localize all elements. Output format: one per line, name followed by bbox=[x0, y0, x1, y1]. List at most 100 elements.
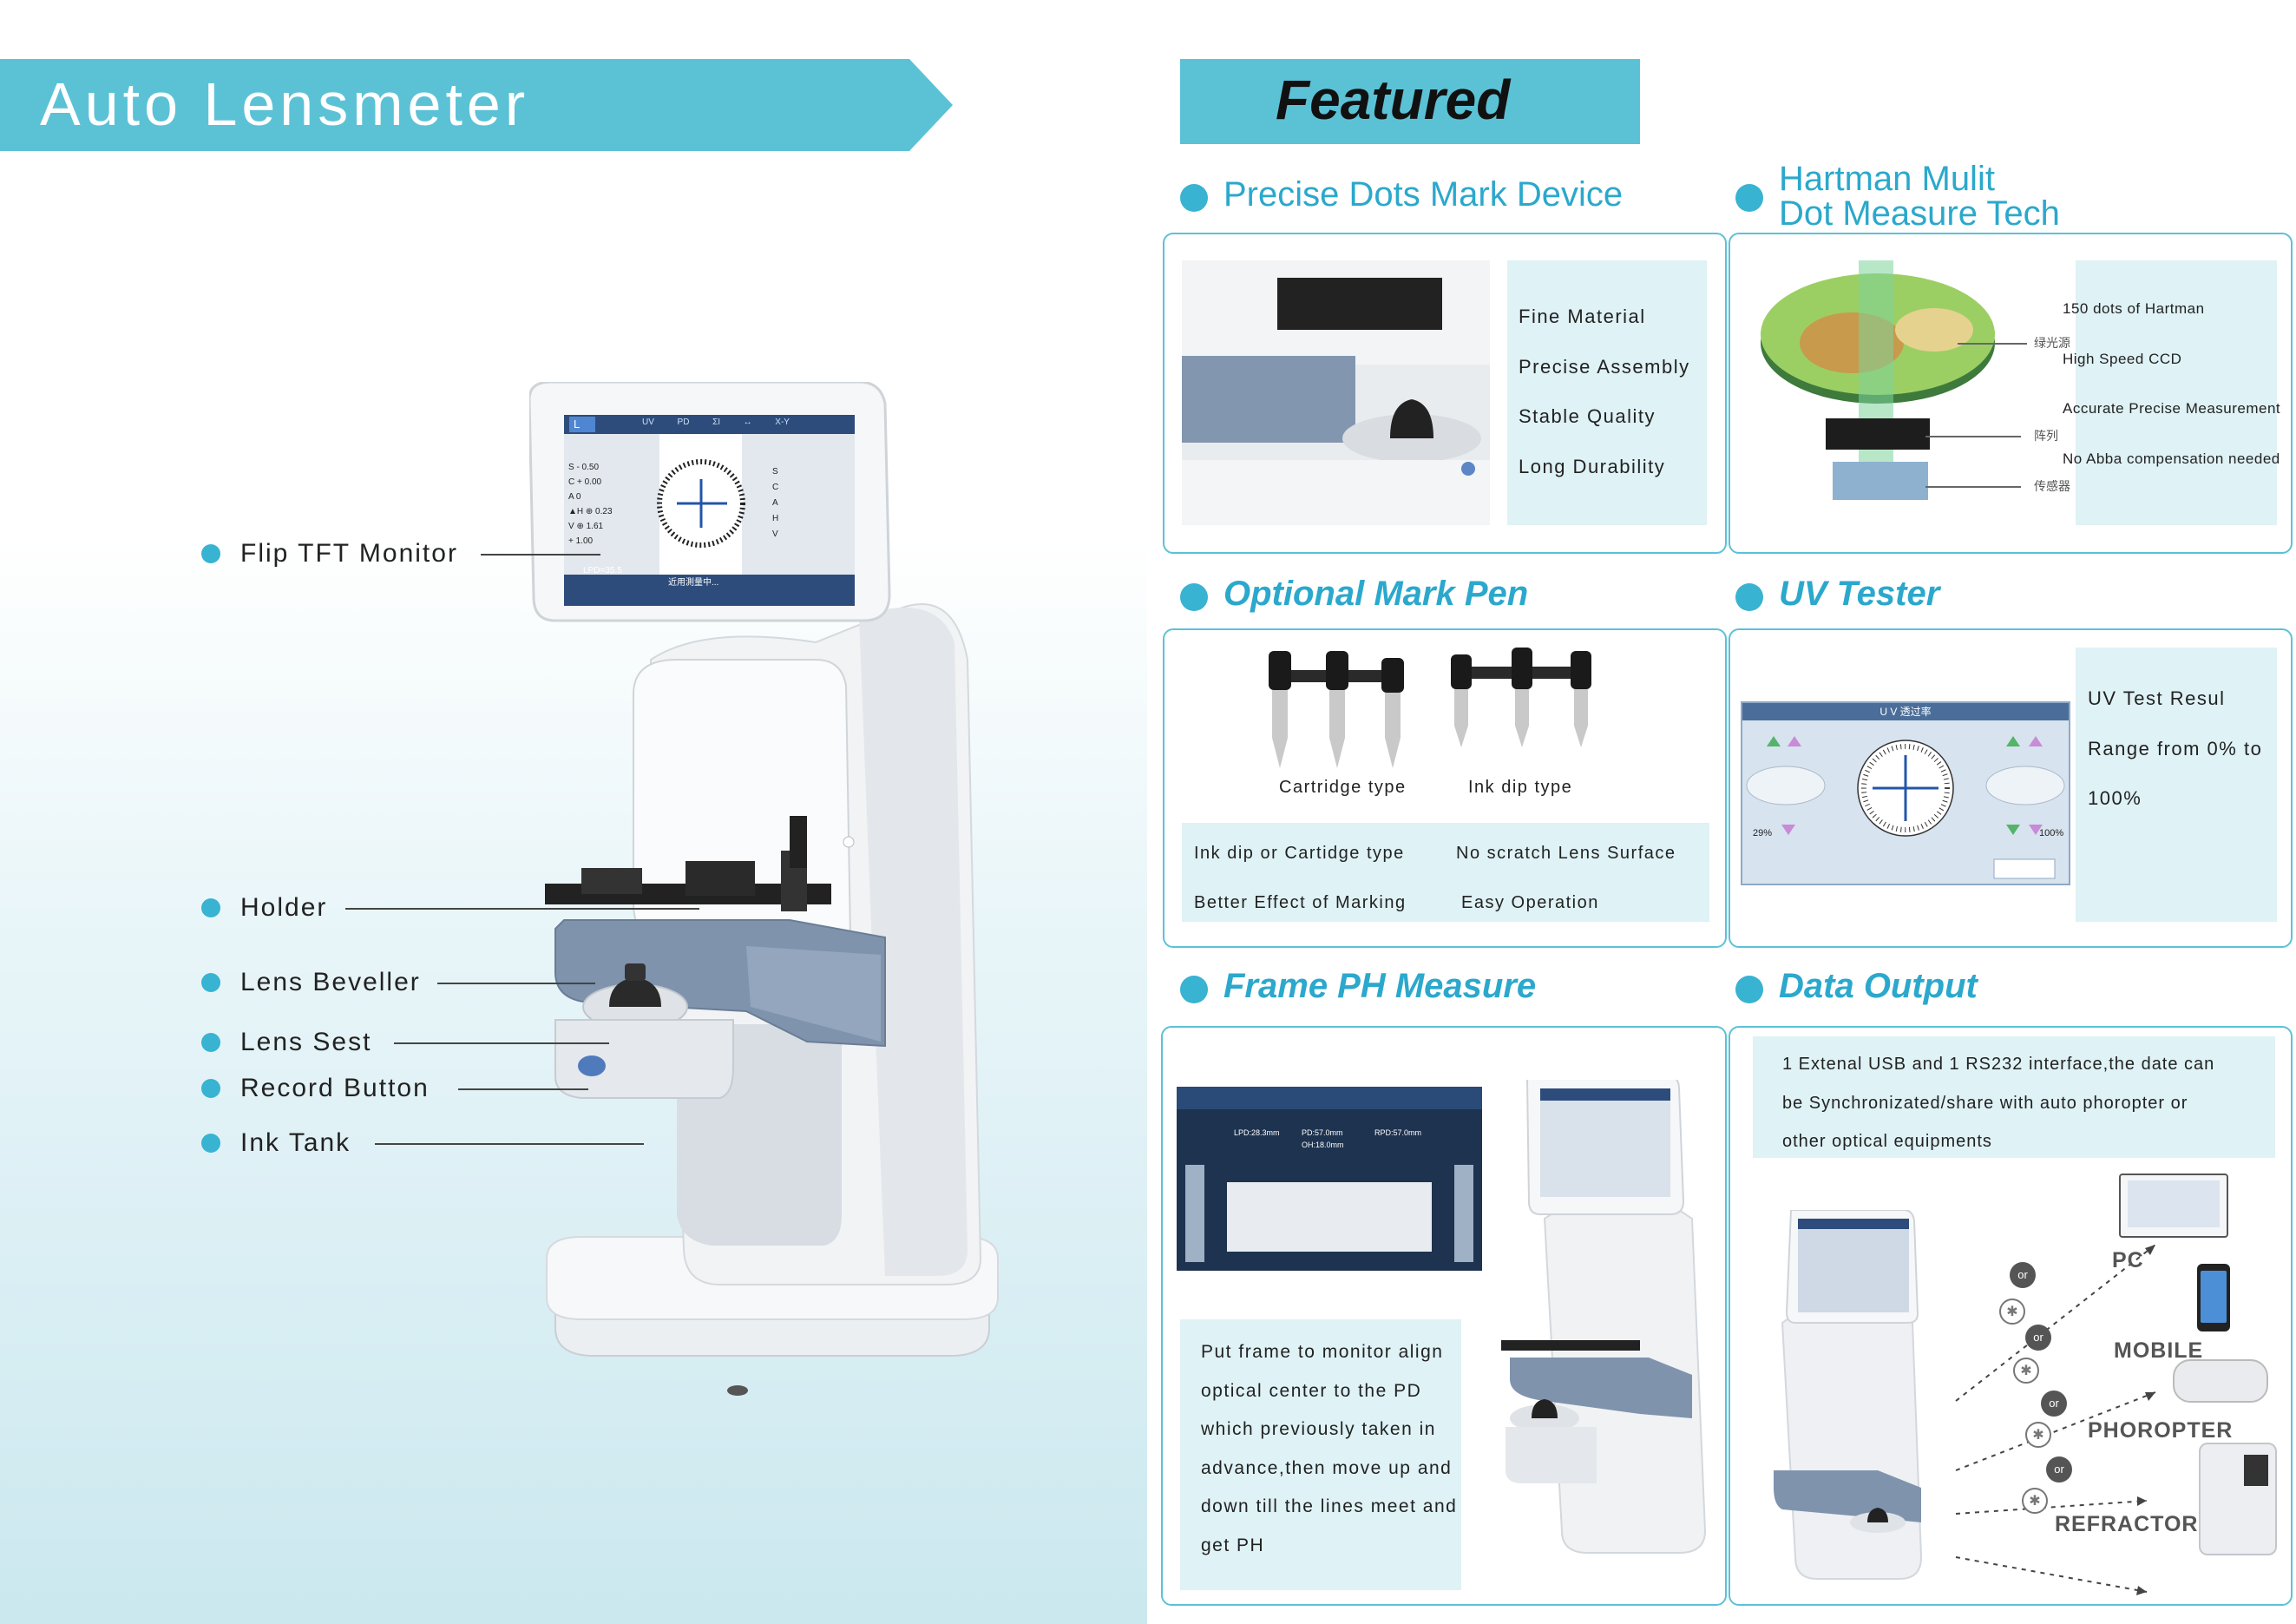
box-data-output: 1 Extenal USB and 1 RS232 interface,the … bbox=[1729, 1026, 2293, 1606]
uv-text-line: 100% bbox=[2088, 787, 2142, 809]
uv-screen-title: U V 透过率 bbox=[1879, 706, 1932, 718]
device-label-mobile: MOBILE bbox=[2114, 1338, 2204, 1363]
record-button-housing bbox=[554, 1019, 734, 1099]
mark-pen-text-pane bbox=[1182, 823, 1709, 922]
cn-label: 传感器 bbox=[2034, 479, 2070, 493]
ph-value: RPD:57.0mm bbox=[1374, 1128, 1422, 1137]
leader-line bbox=[375, 1143, 644, 1145]
box-hartman: 150 dots of Hartman High Speed CCD Accur… bbox=[1729, 233, 2293, 554]
output-arrows bbox=[1955, 1244, 2156, 1595]
heading-text: Optional Mark Pen bbox=[1223, 575, 1529, 613]
monitor bbox=[529, 382, 891, 622]
feature-item: Ink dip or Cartidge type bbox=[1194, 844, 1405, 863]
screen-tab-L: L bbox=[574, 418, 581, 431]
output-text-line: other optical equipments bbox=[1782, 1132, 1992, 1151]
screen-side-letters: S C A H V bbox=[772, 464, 778, 542]
heading-dot bbox=[1180, 184, 1208, 212]
lensmeter-illustration bbox=[529, 382, 999, 1396]
feature-item: 150 dots of Hartman bbox=[2063, 300, 2205, 317]
cn-label: 阵列 bbox=[2034, 429, 2058, 443]
feature-item: No Abba compensation needed bbox=[2063, 450, 2280, 467]
ph-value: PD:57.0mm bbox=[1302, 1128, 1343, 1137]
featured-title: Featured bbox=[1276, 69, 1511, 131]
device-label-phoropter: PHOROPTER bbox=[2088, 1418, 2234, 1443]
screen-side-letter: A bbox=[772, 498, 778, 508]
record-button bbox=[578, 1055, 606, 1076]
heading-text: UV Tester bbox=[1779, 575, 1940, 613]
pen-caption: Cartridge type bbox=[1279, 778, 1407, 797]
callout-label: Lens Beveller bbox=[240, 968, 421, 996]
output-text: 1 Extenal USB and 1 RS232 interface,the … bbox=[1782, 1045, 2214, 1161]
cn-label: 绿光源 bbox=[2034, 336, 2070, 350]
box-frame-ph: LPD:28.3mm PD:57.0mm RPD:57.0mm OH:18.0m… bbox=[1161, 1026, 1727, 1606]
callout-label: Flip TFT Monitor bbox=[240, 539, 458, 568]
bluetooth-icon: ✱ bbox=[2025, 1422, 2051, 1448]
bluetooth-icon: ✱ bbox=[2022, 1488, 2048, 1514]
or-badge: or bbox=[2041, 1391, 2067, 1417]
featured-banner bbox=[1180, 59, 1640, 144]
pc-icon bbox=[2119, 1174, 2228, 1238]
frame-text: Put frame to monitor align optical cente… bbox=[1201, 1333, 1457, 1565]
lensmeter-small-image bbox=[1501, 1080, 1707, 1554]
uv-text-line: Range from 0% to bbox=[2088, 738, 2263, 759]
callout-dot bbox=[201, 1033, 220, 1052]
heading-dot bbox=[1735, 583, 1763, 611]
screen-top-tabs: UV PD ΣI ↔ X-Y bbox=[642, 418, 790, 427]
output-text-pane bbox=[1753, 1036, 2275, 1158]
ph-ruler-right bbox=[1454, 1165, 1473, 1262]
ph-frame-area bbox=[1227, 1182, 1432, 1252]
leader-line bbox=[345, 908, 699, 910]
ph-screen-toolbar bbox=[1177, 1087, 1482, 1109]
leader-line bbox=[394, 1042, 609, 1044]
feature-item: Long Durability bbox=[1519, 456, 1666, 477]
heading-line: Dot Measure Tech bbox=[1779, 194, 2060, 233]
screen-status: 近用測量中... bbox=[668, 578, 719, 588]
frame-text-pane bbox=[1180, 1319, 1461, 1590]
output-text-line: be Synchronizated/share with auto phorop… bbox=[1782, 1093, 2188, 1113]
screen-side-letter: C bbox=[772, 483, 779, 492]
frame-text-line: Put frame to monitor align bbox=[1201, 1342, 1444, 1362]
callout-dot bbox=[201, 1134, 220, 1153]
screen-side-letter: V bbox=[772, 529, 778, 539]
screen-tab: ΣI bbox=[712, 418, 721, 427]
title-banner-arrow bbox=[909, 59, 953, 151]
hartman-leader bbox=[1925, 486, 2021, 488]
hartman-leader bbox=[1958, 343, 2027, 345]
box-mark-pen: Cartridge type Ink dip type Ink dip or C… bbox=[1163, 628, 1727, 948]
cartridge-pen-image bbox=[1269, 651, 1404, 768]
heading-text: Frame PH Measure bbox=[1223, 967, 1537, 1005]
heading-line: Hartman Mulit bbox=[1779, 160, 1995, 198]
screen-reading: A 0 bbox=[568, 492, 581, 502]
pc-screen bbox=[2128, 1180, 2220, 1227]
callout-label: Ink Tank bbox=[240, 1128, 351, 1157]
ph-value: OH:18.0mm bbox=[1302, 1141, 1344, 1149]
output-lensmeter-image bbox=[1774, 1210, 1923, 1580]
callout-label: Holder bbox=[240, 893, 328, 922]
uv-text-pane bbox=[2076, 648, 2277, 922]
hartman-leader bbox=[1925, 436, 2021, 437]
ph-screen: LPD:28.3mm PD:57.0mm RPD:57.0mm OH:18.0m… bbox=[1177, 1087, 1482, 1271]
bluetooth-icon: ✱ bbox=[2013, 1358, 2039, 1384]
output-text-line: 1 Extenal USB and 1 RS232 interface,the … bbox=[1782, 1055, 2215, 1074]
frame-text-line: advance,then move up and bbox=[1201, 1457, 1453, 1478]
screen-tab: UV bbox=[642, 418, 654, 427]
feature-item: No scratch Lens Surface bbox=[1456, 844, 1676, 863]
uv-screen-header: U V 透过率 bbox=[1742, 703, 2069, 720]
box-uv-tester: U V 透过率 29% 100% UV Test Resul Range fro… bbox=[1729, 628, 2293, 948]
screen-reading: C + 0.00 bbox=[568, 477, 602, 487]
or-badge: or bbox=[2010, 1262, 2036, 1288]
frame-text-line: optical center to the PD bbox=[1201, 1380, 1422, 1401]
screen-tab: ↔ bbox=[743, 418, 752, 427]
screen-tab: PD bbox=[677, 418, 690, 427]
ink-dip-pen-image bbox=[1451, 648, 1591, 747]
feature-item: Fine Material bbox=[1519, 306, 1646, 327]
feature-item: Easy Operation bbox=[1461, 893, 1599, 912]
uv-right-percent: 100% bbox=[2039, 828, 2064, 838]
screen-side-letter: S bbox=[772, 467, 778, 477]
device-label-pc: PC bbox=[2112, 1248, 2144, 1272]
pen-caption: Ink dip type bbox=[1468, 778, 1573, 797]
feature-item: Precise Assembly bbox=[1519, 356, 1690, 378]
title-banner bbox=[0, 59, 909, 151]
frame-text-line: down till the lines meet and bbox=[1201, 1496, 1458, 1516]
screen-lpd: LPD=35.5 bbox=[583, 566, 622, 575]
